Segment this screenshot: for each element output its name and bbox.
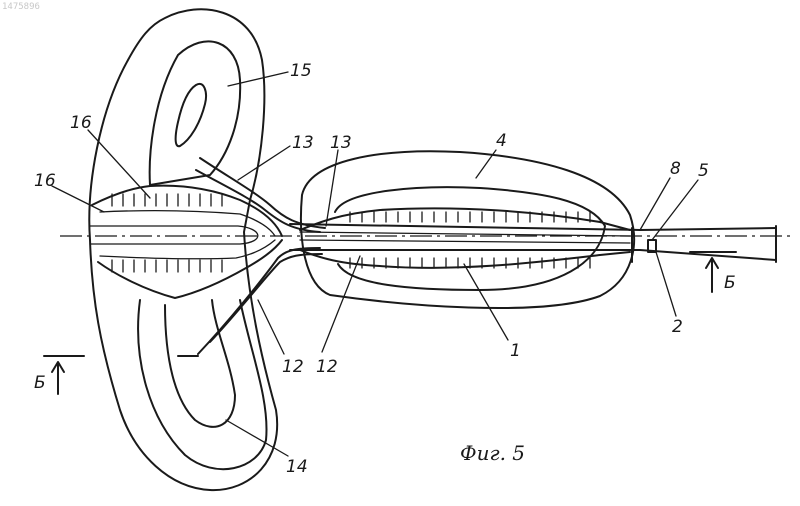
label-5: 5 (698, 161, 709, 181)
leader-5 (652, 180, 698, 240)
leader-16b (52, 186, 104, 212)
label-14: 14 (286, 457, 308, 477)
left-head-u-channel (90, 226, 258, 244)
label-13b: 13 (330, 133, 352, 153)
leader-15 (228, 72, 288, 86)
label-12a: 12 (282, 357, 304, 377)
shaft-inner-line-2 (300, 240, 630, 243)
label-13a: 13 (292, 133, 314, 153)
leader-12a (258, 300, 284, 354)
label-2: 2 (672, 317, 683, 337)
label-16b: 16 (34, 171, 56, 191)
shaft-upper-edge (290, 224, 776, 230)
right-body (300, 208, 630, 268)
left-balloon-cavity (176, 84, 206, 146)
leader-12b (322, 256, 360, 352)
left-balloon-lower-contour (138, 300, 266, 469)
leader-1 (464, 264, 508, 340)
section-mark-right: Б (724, 273, 736, 293)
section-mark-left-group: Б (34, 356, 84, 394)
leader-2 (656, 252, 676, 316)
leader-14 (226, 420, 288, 456)
label-4: 4 (496, 131, 507, 151)
section-mark-right-group: Б (690, 252, 736, 293)
reference-labels: 15 16 16 13 13 4 8 5 2 1 12 12 14 (34, 61, 709, 477)
label-8: 8 (670, 159, 681, 179)
label-1: 1 (510, 341, 521, 361)
left-balloon-lower-inner (165, 300, 235, 427)
catheter-shaft (60, 224, 792, 262)
leader-13b (326, 150, 338, 226)
label-12b: 12 (316, 357, 338, 377)
figure-caption: Фиг. 5 (460, 441, 525, 465)
leader-13a (238, 146, 290, 180)
label-16a: 16 (70, 113, 92, 133)
left-head-upper-inner (100, 211, 275, 236)
left-head-ticks (112, 194, 222, 272)
watermark-text: 1475896 (2, 2, 40, 12)
left-balloon-inner-contour (150, 41, 241, 185)
tube-lower-inner (210, 254, 322, 342)
label-15: 15 (290, 61, 312, 81)
right-body-ticks (350, 212, 590, 268)
section-mark-left: Б (34, 373, 46, 393)
leader-lines (52, 72, 698, 456)
leader-16a (88, 130, 150, 198)
